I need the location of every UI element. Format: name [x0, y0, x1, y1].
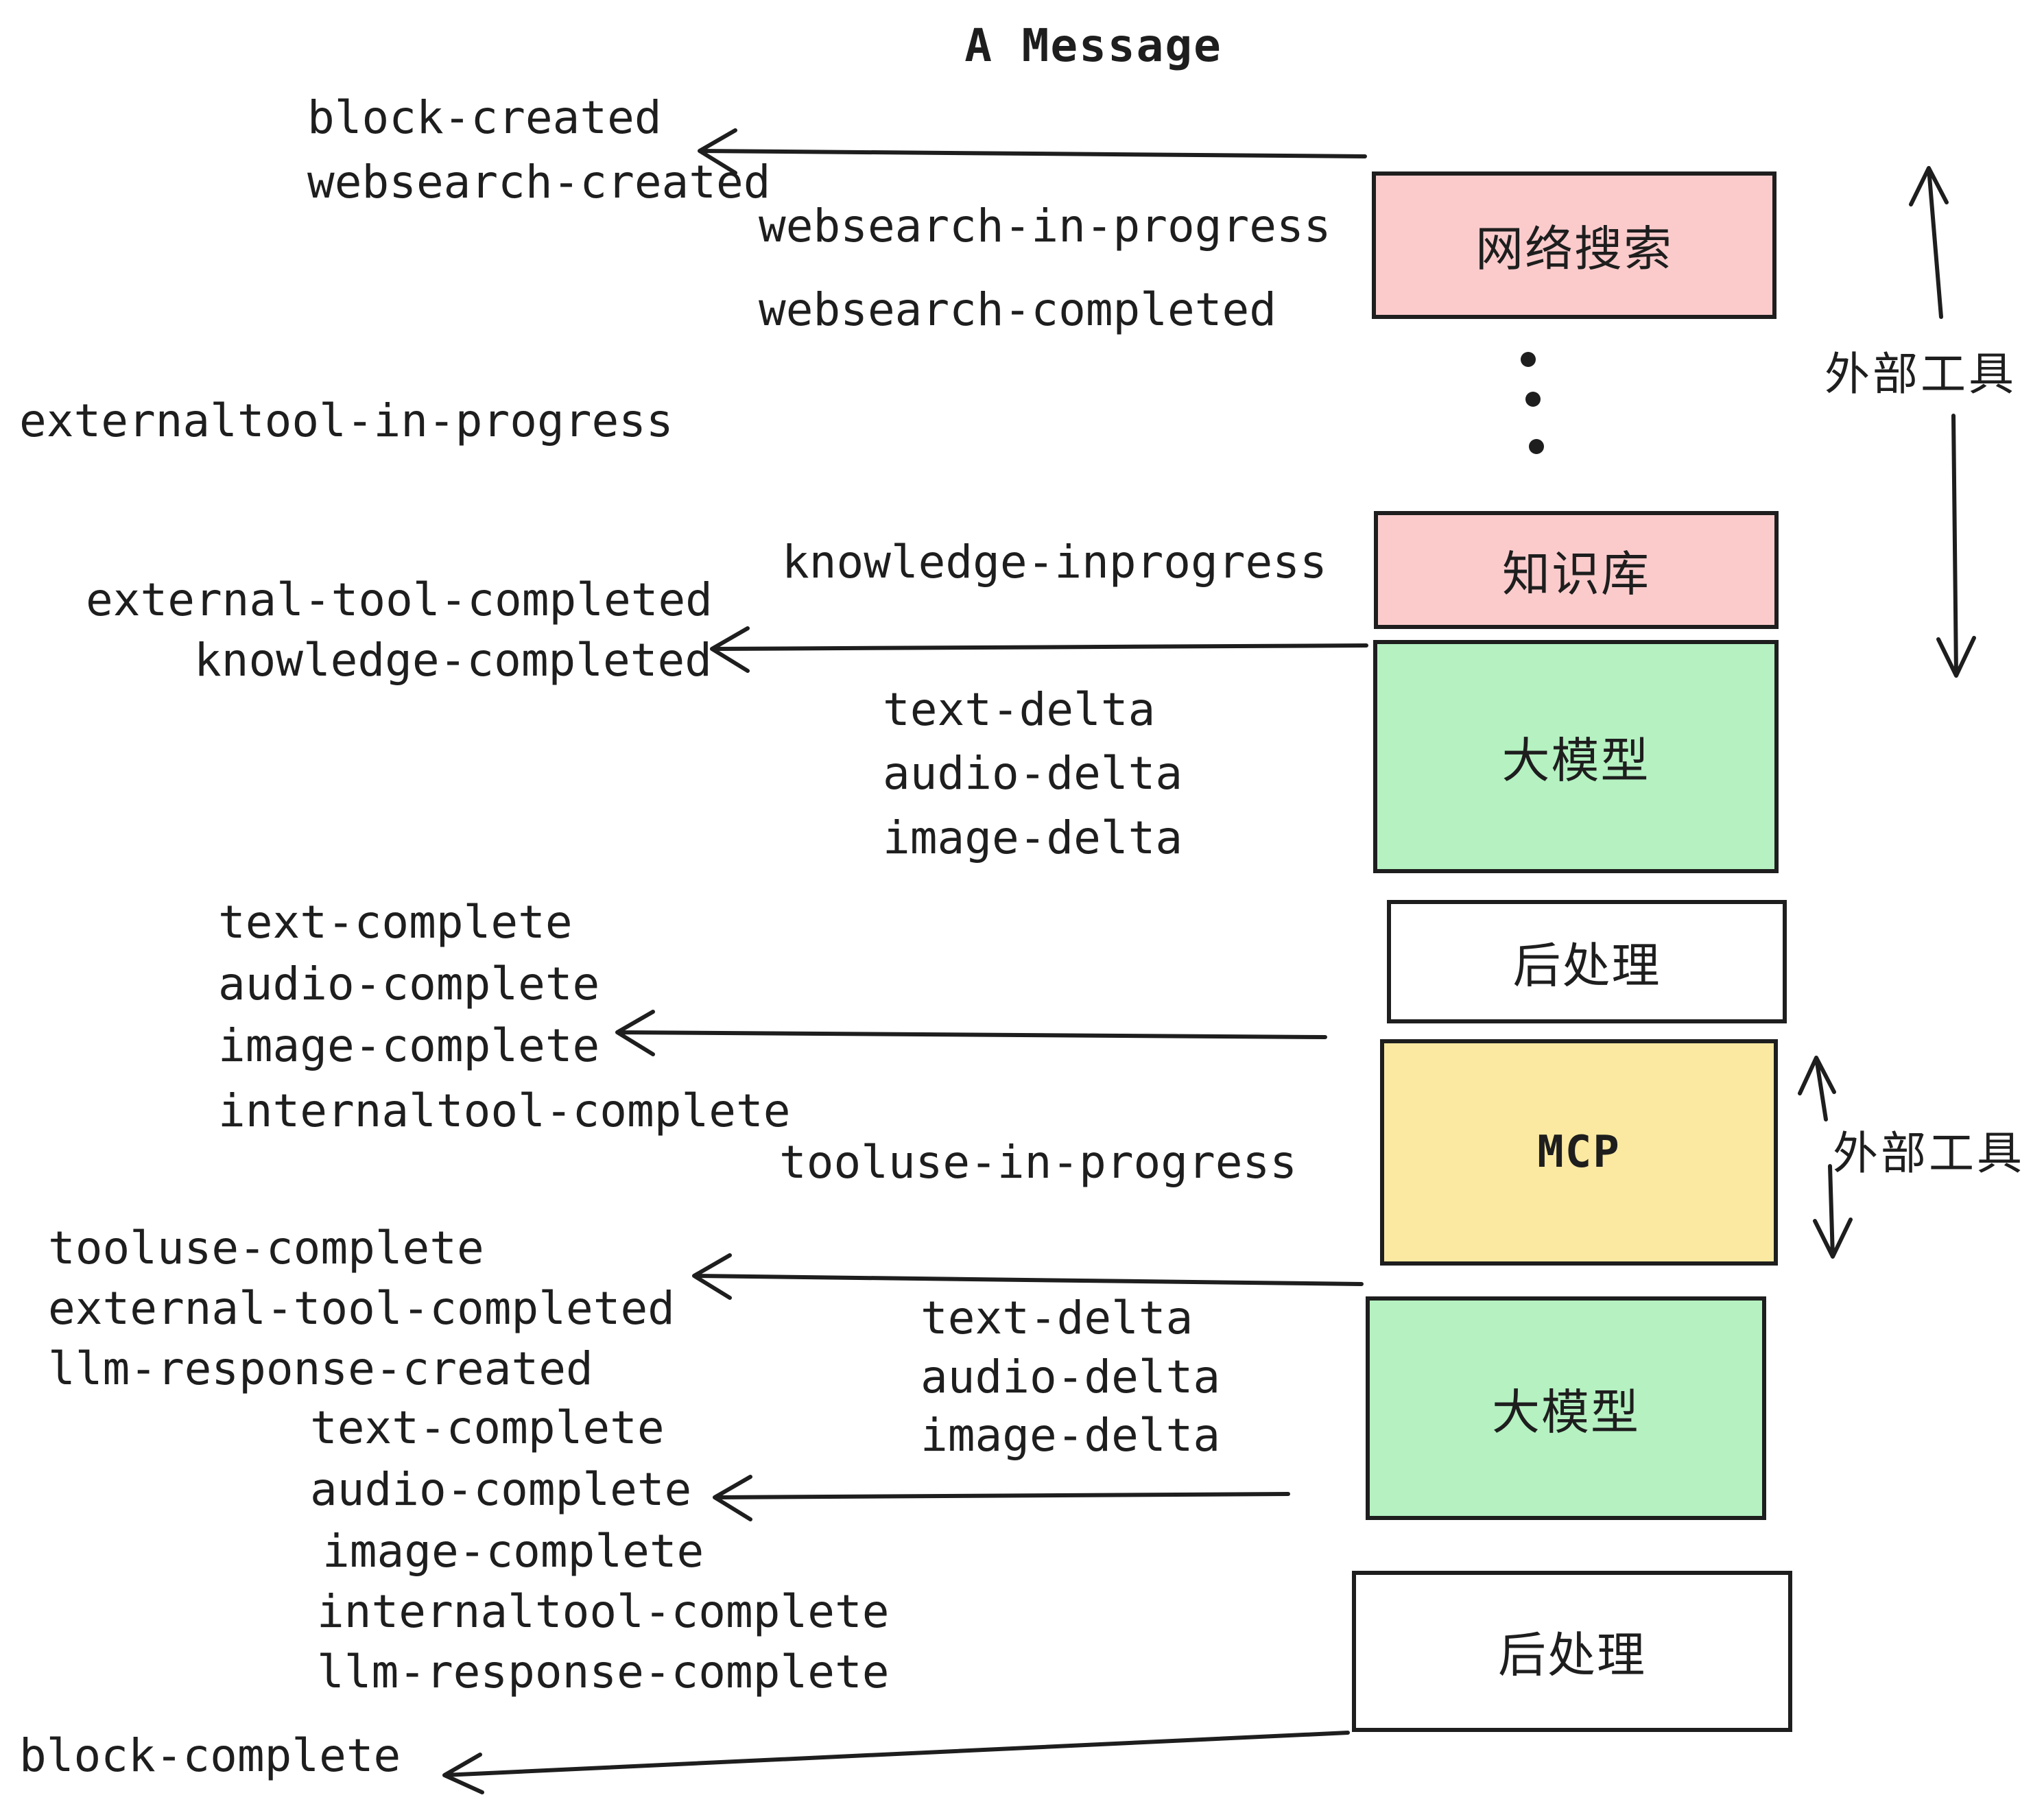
knowledge-box-label: 知识库 — [1502, 545, 1650, 602]
websearch-box-label: 网络搜索 — [1475, 221, 1673, 277]
event-text-delta-2: text-delta — [920, 1292, 1193, 1344]
mcp-box: MCP — [1380, 1039, 1778, 1266]
event-internaltool-complete-1: internaltool-complete — [218, 1084, 791, 1137]
external-tools-arrow-up-mcp — [1798, 1056, 1836, 1121]
event-text-complete-2: text-complete — [310, 1401, 665, 1454]
event-websearch-in-progress: websearch-in-progress — [759, 200, 1331, 252]
event-audio-complete-1: audio-complete — [218, 958, 600, 1010]
event-knowledge-completed: knowledge-completed — [194, 634, 712, 687]
arrow-internal-complete — [615, 1010, 1327, 1056]
arrow-knowledge-completed — [710, 626, 1368, 673]
mcp-box-label: MCP — [1537, 1127, 1621, 1178]
llm-box-2-label: 大模型 — [1492, 1384, 1640, 1440]
event-block-created: block-created — [307, 91, 662, 144]
event-audio-delta-2: audio-delta — [920, 1351, 1221, 1403]
event-llm-response-created: llm-response-created — [48, 1342, 593, 1395]
event-image-delta-1: image-delta — [883, 811, 1183, 864]
arrow-block-complete — [442, 1731, 1350, 1794]
event-external-tool-completed-2: external-tool-completed — [48, 1282, 675, 1335]
event-audio-complete-2: audio-complete — [310, 1463, 692, 1516]
arrow-block-created — [698, 128, 1367, 175]
event-image-delta-2: image-delta — [920, 1409, 1221, 1462]
event-text-delta-1: text-delta — [883, 683, 1156, 736]
diagram-title: A Message — [964, 19, 1222, 72]
event-tooluse-complete: tooluse-complete — [48, 1222, 484, 1274]
event-externaltool-in-progress: externaltool-in-progress — [19, 394, 674, 447]
external-tools-label-top: 外部工具 — [1825, 348, 2017, 401]
event-tooluse-in-progress: tooluse-in-progress — [779, 1136, 1297, 1189]
postprocess-box-2: 后处理 — [1352, 1571, 1792, 1732]
event-image-complete-1: image-complete — [218, 1019, 600, 1072]
event-websearch-completed: websearch-completed — [759, 283, 1276, 336]
external-tools-arrow-down-top — [1936, 414, 1976, 678]
event-external-tool-completed-1: external-tool-completed — [86, 573, 713, 626]
postprocess-box-2-label: 后处理 — [1498, 1627, 1646, 1683]
event-image-complete-2: image-complete — [322, 1525, 704, 1578]
event-internaltool-complete-2: internaltool-complete — [317, 1585, 890, 1638]
websearch-box: 网络搜索 — [1372, 171, 1776, 319]
event-knowledge-inprogress: knowledge-inprogress — [782, 536, 1327, 589]
event-block-complete: block-complete — [19, 1729, 401, 1782]
postprocess-box-1-label: 后处理 — [1512, 937, 1661, 994]
event-websearch-created: websearch-created — [307, 156, 771, 209]
knowledge-box: 知识库 — [1374, 511, 1779, 629]
external-tools-arrow-up-top — [1909, 166, 1949, 319]
postprocess-box-1: 后处理 — [1387, 900, 1787, 1023]
event-text-complete-1: text-complete — [218, 896, 573, 949]
llm-box-1-label: 大模型 — [1501, 732, 1650, 789]
external-tools-label-mcp: 外部工具 — [1833, 1127, 2025, 1180]
event-llm-response-complete: llm-response-complete — [317, 1646, 890, 1698]
llm-box-1: 大模型 — [1373, 640, 1779, 873]
arrow-llm-complete — [713, 1475, 1290, 1521]
event-audio-delta-1: audio-delta — [883, 747, 1183, 800]
llm-box-2: 大模型 — [1366, 1296, 1766, 1520]
ellipsis-dots — [1521, 352, 1544, 454]
